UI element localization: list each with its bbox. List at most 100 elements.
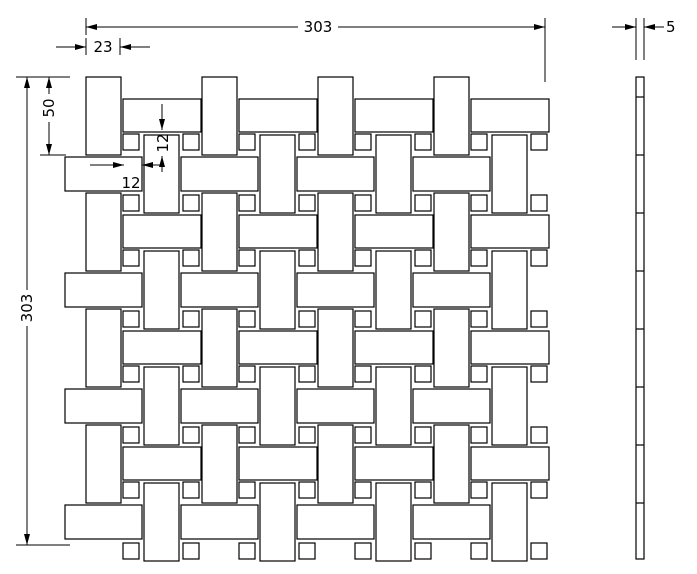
square-dot-tile xyxy=(414,249,432,267)
horizontal-tile xyxy=(64,388,143,424)
vertical-tile xyxy=(433,76,470,156)
arrow-icon xyxy=(142,162,153,168)
side-view xyxy=(635,76,645,560)
overall-width-label: 303 xyxy=(304,18,333,36)
square-dot-tile xyxy=(122,481,140,499)
horizontal-tile xyxy=(64,156,143,192)
square-dot-tile xyxy=(530,249,548,267)
horizontal-tile xyxy=(180,156,259,192)
square-dot-tile xyxy=(470,310,488,328)
square-dot-tile xyxy=(470,542,488,560)
square-dot-tile xyxy=(182,542,200,560)
vertical-tile xyxy=(201,192,238,272)
vertical-tile xyxy=(375,366,412,446)
horizontal-tile xyxy=(180,272,259,308)
dimension-labels: 303 303 23 50 12 12 5 xyxy=(18,18,676,322)
square-dot-tile xyxy=(530,310,548,328)
vertical-tile xyxy=(259,250,296,330)
horizontal-tile xyxy=(238,330,318,365)
vertical-tile xyxy=(85,424,122,504)
arrow-icon xyxy=(86,24,97,30)
arrow-icon xyxy=(113,162,124,168)
vertical-tile xyxy=(433,424,470,504)
vertical-tile xyxy=(143,250,180,330)
vertical-tile xyxy=(375,134,412,214)
mosaic-tile-grid xyxy=(64,76,550,562)
arrow-icon xyxy=(24,77,30,88)
vertical-tile xyxy=(143,482,180,562)
vertical-tile xyxy=(317,192,354,272)
horizontal-tile xyxy=(470,98,550,133)
vertical-tile xyxy=(85,76,122,156)
vertical-tile xyxy=(143,134,180,214)
square-dot-tile xyxy=(414,310,432,328)
square-dot-tile xyxy=(122,194,140,212)
horizontal-tile xyxy=(238,446,318,481)
thickness-label: 5 xyxy=(666,18,676,36)
square-dot-tile xyxy=(122,249,140,267)
arrow-icon xyxy=(159,119,165,130)
square-dot-tile xyxy=(530,133,548,151)
square-dot-tile xyxy=(298,194,316,212)
vertical-tile xyxy=(317,308,354,388)
square-dot-tile xyxy=(122,426,140,444)
horizontal-tile xyxy=(354,214,434,249)
square-dot-tile xyxy=(298,426,316,444)
square-dot-tile xyxy=(182,133,200,151)
horizontal-tile xyxy=(122,330,202,365)
dimension-arrows xyxy=(24,24,655,545)
vertical-tile xyxy=(491,482,528,562)
square-dot-tile xyxy=(238,426,256,444)
square-dot-tile xyxy=(182,365,200,383)
square-dot-tile xyxy=(354,133,372,151)
horizontal-tile xyxy=(412,388,491,424)
square-dot-tile xyxy=(122,310,140,328)
square-dot-tile xyxy=(122,365,140,383)
horizontal-tile xyxy=(412,504,491,540)
square-dot-tile xyxy=(182,481,200,499)
square-dot-tile xyxy=(298,365,316,383)
square-dot-tile xyxy=(470,481,488,499)
arrow-icon xyxy=(46,77,52,88)
vertical-tile xyxy=(259,366,296,446)
vertical-tile xyxy=(201,76,238,156)
bar-width-label: 23 xyxy=(93,38,112,56)
square-dot-tile xyxy=(238,481,256,499)
vertical-tile xyxy=(143,366,180,446)
square-dot-tile xyxy=(530,481,548,499)
square-dot-tile xyxy=(414,133,432,151)
square-dot-tile xyxy=(354,310,372,328)
horizontal-tile xyxy=(238,214,318,249)
square-dot-tile xyxy=(122,133,140,151)
horizontal-tile xyxy=(180,504,259,540)
vertical-tile xyxy=(259,482,296,562)
arrow-icon xyxy=(644,24,655,30)
square-dot-tile xyxy=(470,426,488,444)
square-dot-tile xyxy=(470,194,488,212)
vertical-tile xyxy=(375,482,412,562)
arrow-icon xyxy=(75,44,86,50)
horizontal-tile xyxy=(122,214,202,249)
arrow-icon xyxy=(46,144,52,155)
horizontal-tile xyxy=(64,504,143,540)
horizontal-tile xyxy=(296,388,375,424)
square-dot-tile xyxy=(530,194,548,212)
square-dot-tile xyxy=(530,365,548,383)
dot-width-label: 12 xyxy=(121,174,140,192)
square-dot-tile xyxy=(414,365,432,383)
horizontal-tile xyxy=(296,272,375,308)
dot-height-label: 12 xyxy=(154,133,172,152)
square-dot-tile xyxy=(298,542,316,560)
square-dot-tile xyxy=(238,542,256,560)
horizontal-tile xyxy=(296,504,375,540)
square-dot-tile xyxy=(238,249,256,267)
vertical-tile xyxy=(491,366,528,446)
square-dot-tile xyxy=(182,194,200,212)
horizontal-tile xyxy=(470,446,550,481)
vertical-tile xyxy=(201,424,238,504)
square-dot-tile xyxy=(122,542,140,560)
horizontal-tile xyxy=(296,156,375,192)
square-dot-tile xyxy=(414,194,432,212)
horizontal-tile xyxy=(412,272,491,308)
